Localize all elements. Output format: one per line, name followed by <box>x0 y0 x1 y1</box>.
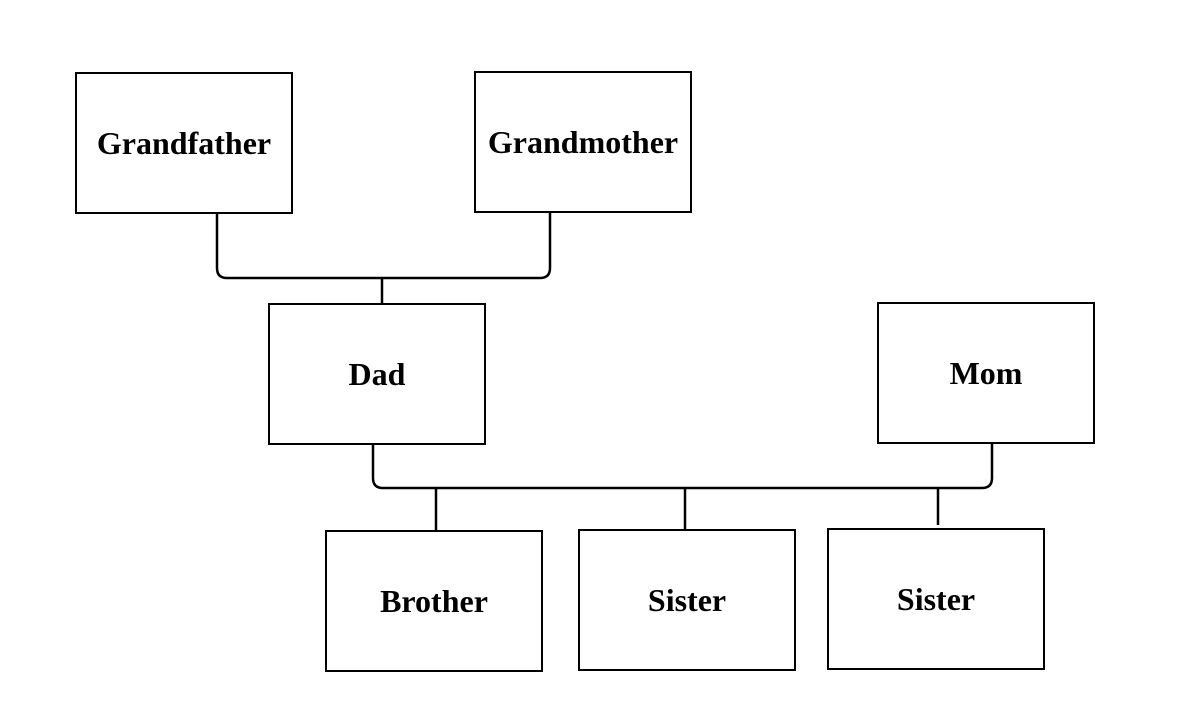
mom-label: Mom <box>949 354 1023 391</box>
grandfather-connector <box>215 213 382 280</box>
brother-label: Brother <box>380 582 488 619</box>
dad-connector <box>371 444 686 490</box>
mom-box: Mom <box>877 302 1095 444</box>
sister-2-label: Sister <box>896 580 976 617</box>
sister-1-box: Sister <box>578 529 796 671</box>
brother-box: Brother <box>325 530 543 672</box>
grandmother-label: Grandmother <box>487 123 679 160</box>
dad-box: Dad <box>268 303 486 445</box>
sister-1-label: Sister <box>647 581 727 618</box>
mom-connector <box>686 443 994 490</box>
sister-2-box: Sister <box>827 528 1045 670</box>
grandfather-box: Grandfather <box>75 72 293 214</box>
grandmother-box: Grandmother <box>474 71 692 213</box>
grandmother-connector <box>382 213 552 280</box>
grandfather-label: Grandfather <box>96 124 272 161</box>
dad-label: Dad <box>348 355 406 392</box>
